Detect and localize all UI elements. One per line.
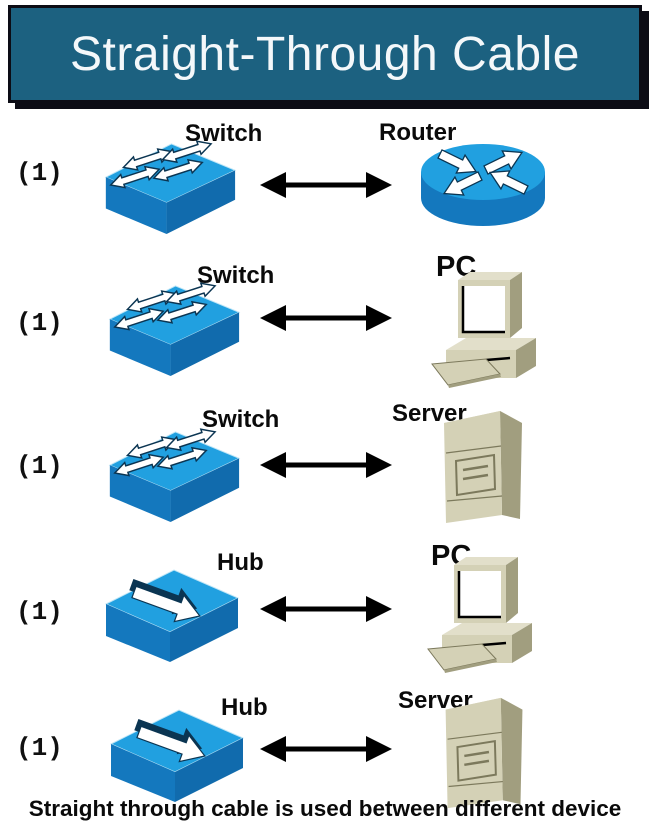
double-arrow-connector-icon: [260, 167, 392, 203]
hub-icon: [103, 700, 248, 805]
row-4-index: (1): [16, 597, 63, 627]
double-arrow-connector-icon: [260, 591, 392, 627]
row-5-index: (1): [16, 733, 63, 763]
hub-icon: [98, 560, 243, 665]
switch-icon: [98, 136, 240, 236]
double-arrow-connector-icon: [260, 300, 392, 336]
row-5-left-device-label: Hub: [221, 694, 268, 721]
footer-caption: Straight through cable is used between d…: [28, 796, 622, 821]
switch-icon: [102, 278, 244, 378]
title-banner: Straight-Through Cable: [8, 5, 642, 103]
router-icon: [418, 138, 548, 233]
double-arrow-connector-icon: [260, 731, 392, 767]
row-1-right-device-label: Router: [379, 119, 457, 146]
row-3-left-device-label: Switch: [202, 406, 280, 433]
double-arrow-connector-icon: [260, 447, 392, 483]
row-4-left-device-label: Hub: [217, 549, 264, 576]
switch-icon: [102, 424, 244, 524]
page-title: Straight-Through Cable: [70, 27, 580, 81]
row-2-index: (1): [16, 308, 63, 338]
pc-icon: [420, 551, 546, 673]
row-1-index: (1): [16, 158, 63, 188]
server-icon: [430, 398, 540, 534]
pc-icon: [424, 266, 550, 388]
row-3-index: (1): [16, 451, 63, 481]
